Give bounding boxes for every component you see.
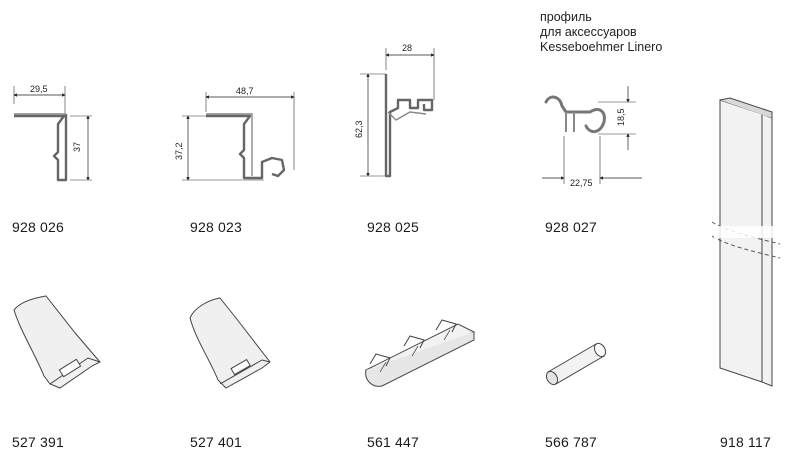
dim-928027-height: 18,5 xyxy=(616,108,626,126)
code-918117: 918 117 xyxy=(720,434,771,450)
note-line-1: профиль xyxy=(540,10,592,24)
dim-928027-width: 22,75 xyxy=(570,178,593,188)
note-line-2: для аксессуаров xyxy=(540,25,637,39)
dim-928025-height: 62,3 xyxy=(354,120,364,138)
code-928027: 928 027 xyxy=(545,219,598,235)
connector-561447-drawing xyxy=(364,319,476,387)
dim-928026-width: 29,5 xyxy=(30,84,48,94)
pin-566787-drawing xyxy=(545,342,607,386)
dim-928026-height: 37 xyxy=(72,142,82,152)
code-928023: 928 023 xyxy=(190,219,243,235)
code-566787: 566 787 xyxy=(545,434,598,450)
accessory-profile-note: профиль для аксессуаров Kesseboehmer Lin… xyxy=(540,10,662,55)
code-928026: 928 026 xyxy=(12,219,65,235)
code-928025: 928 025 xyxy=(367,219,420,235)
dim-928023-height: 37,2 xyxy=(174,142,184,160)
clip-527391-drawing xyxy=(13,295,101,389)
profile-928026-drawing: 29,5 37 xyxy=(13,84,92,182)
code-527401: 527 401 xyxy=(190,434,243,450)
clip-527401-drawing xyxy=(189,297,271,389)
code-561447: 561 447 xyxy=(367,434,420,450)
panel-918117-drawing xyxy=(711,97,781,387)
profile-928027-drawing: 18,5 22,75 xyxy=(542,86,642,188)
dim-928025-width: 28 xyxy=(402,43,412,53)
note-line-3: Kesseboehmer Linero xyxy=(540,40,663,54)
code-527391: 527 391 xyxy=(12,434,65,450)
profile-928025-drawing: 28 62,3 xyxy=(354,43,435,178)
dim-928023-width: 48,7 xyxy=(236,86,254,96)
profile-928023-drawing: 48,7 37,2 xyxy=(174,86,295,181)
